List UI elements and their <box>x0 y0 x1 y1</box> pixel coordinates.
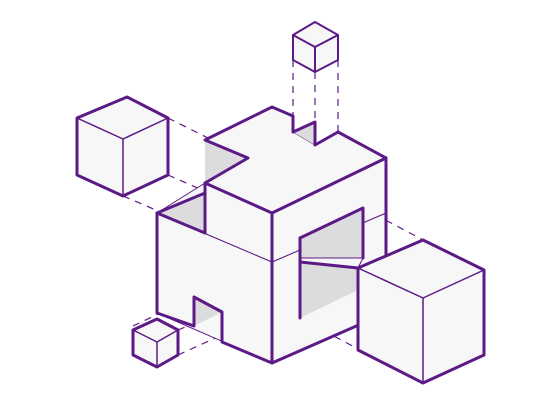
left-cube-outline <box>75 95 170 198</box>
window-recess-bottom <box>300 262 358 318</box>
main-cube-edge-4 <box>270 156 388 215</box>
bottom-cube-outline <box>131 317 180 369</box>
main-cube-edge-3 <box>203 181 274 215</box>
notch-bottom-recess <box>194 297 222 326</box>
notch-left-recess <box>157 193 205 233</box>
guide-right-bottom <box>299 317 361 351</box>
window-recess-top <box>300 208 363 262</box>
main-cube-edge-1 <box>155 211 207 235</box>
main-cube-outline <box>155 105 388 365</box>
window-frame <box>298 206 365 320</box>
window-shelf-edge <box>298 260 360 270</box>
main-cube <box>155 105 388 365</box>
right-cube-outline <box>356 238 486 385</box>
bottom-small-cube <box>131 317 180 369</box>
left-cube <box>75 95 170 198</box>
top-cube-outline <box>292 21 339 73</box>
right-cube <box>356 238 486 385</box>
notch-top-recess <box>293 122 315 145</box>
top-small-cube <box>292 21 339 73</box>
notch-top-left-recess <box>205 140 248 183</box>
guide-right-top <box>362 207 424 241</box>
